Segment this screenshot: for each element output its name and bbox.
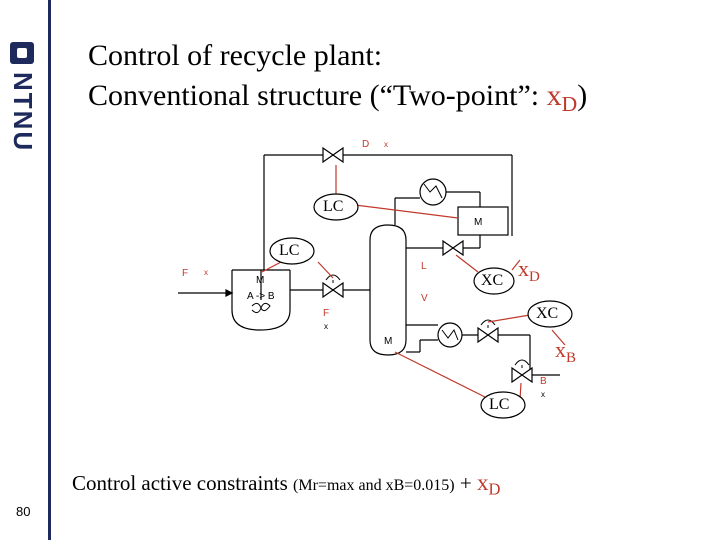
xc-top-circle	[473, 267, 515, 295]
stream-xo-label: x	[204, 268, 208, 277]
equipment	[178, 154, 560, 376]
agitator-icon	[251, 302, 271, 314]
footer-constraint: (Mr=max and xB=0.015)	[293, 477, 455, 494]
lc-bottom-circle	[480, 391, 526, 419]
stream-v-label: V	[421, 293, 428, 304]
reaction-label: A -> B	[247, 291, 275, 302]
signal-lc-top-to-drum	[354, 204, 459, 219]
signal-lc-left-to-valve	[317, 261, 334, 279]
valves	[322, 146, 533, 384]
title-line-1: Control of recycle plant:	[88, 39, 383, 72]
page-number: 80	[16, 504, 31, 519]
logo-text: NTNU	[8, 72, 38, 153]
stream-xf-label: x	[324, 322, 328, 331]
valve-distillate-icon	[322, 146, 344, 164]
lc-left-label: LC	[279, 242, 300, 259]
valve-actuators	[325, 274, 530, 368]
lc-left-circle	[269, 237, 315, 265]
title-line-2: Conventional structure (“Two-point”: xD)	[88, 76, 587, 124]
condenser-coil-icon	[423, 183, 443, 199]
lc-bottom-label: LC	[489, 396, 510, 413]
valve-bottom-product-icon	[511, 366, 533, 384]
signal-xc-right-to-xb	[551, 329, 566, 346]
footer-plus: +	[454, 471, 477, 495]
signal-lines	[261, 165, 566, 401]
title-line-2-suffix: )	[577, 79, 588, 112]
holdup-mb-label: M	[384, 336, 393, 347]
feed-arrow-icon	[225, 289, 234, 297]
title-line-2-prefix: Conventional structure (“Two-point”:	[88, 79, 547, 112]
reactor-vessel	[231, 270, 291, 331]
signal-xc-top-to-valve	[455, 254, 479, 273]
lc-top-label: LC	[323, 198, 344, 215]
stream-d-label: D	[362, 139, 370, 150]
signal-lc-bottom-to-column	[394, 351, 488, 399]
xc-right-circle	[527, 300, 573, 328]
title-var-x: x	[546, 79, 562, 112]
stream-fo-label: F	[182, 268, 189, 279]
xc-top-label: XC	[481, 272, 504, 289]
xb-measurement-label: xB	[555, 337, 577, 366]
signal-xc-right-to-valve	[487, 314, 531, 323]
signal-xc-top-to-xd	[511, 259, 521, 271]
stream-l-label: L	[421, 261, 427, 272]
footer-note: Control active constraints (Mr=max and x…	[72, 470, 500, 500]
valve-reactor-outlet-icon	[322, 281, 344, 299]
controllers	[269, 193, 573, 419]
condenser	[419, 178, 447, 206]
sidebar: NTNU 80	[0, 0, 48, 540]
slide-title: Control of recycle plant: Conventional s…	[88, 36, 587, 124]
holdup-md-label: M	[474, 217, 483, 228]
title-variable: xD	[546, 79, 578, 116]
holdup-mr-label: M	[256, 275, 265, 286]
valve-reflux-icon	[442, 239, 464, 257]
title-var-sub: D	[561, 92, 578, 117]
footer-prefix: Control active constraints	[72, 471, 294, 495]
stream-b-label: B	[540, 376, 547, 387]
stream-f-label: F	[323, 308, 330, 319]
xc-right-label: XC	[536, 305, 559, 322]
reboiler-coil-icon	[441, 328, 459, 341]
stream-xb-label: x	[541, 390, 545, 399]
footer-variable: xD	[476, 470, 501, 499]
sidebar-divider	[48, 0, 51, 540]
reflux-drum	[457, 206, 509, 236]
valve-bottoms-icon	[477, 326, 499, 344]
ntnu-logo-icon	[10, 42, 34, 64]
lc-top-circle	[313, 193, 359, 221]
xd-measurement-label: xD	[518, 256, 540, 285]
stream-xd-label: x	[384, 140, 388, 149]
distillation-column	[369, 224, 407, 356]
